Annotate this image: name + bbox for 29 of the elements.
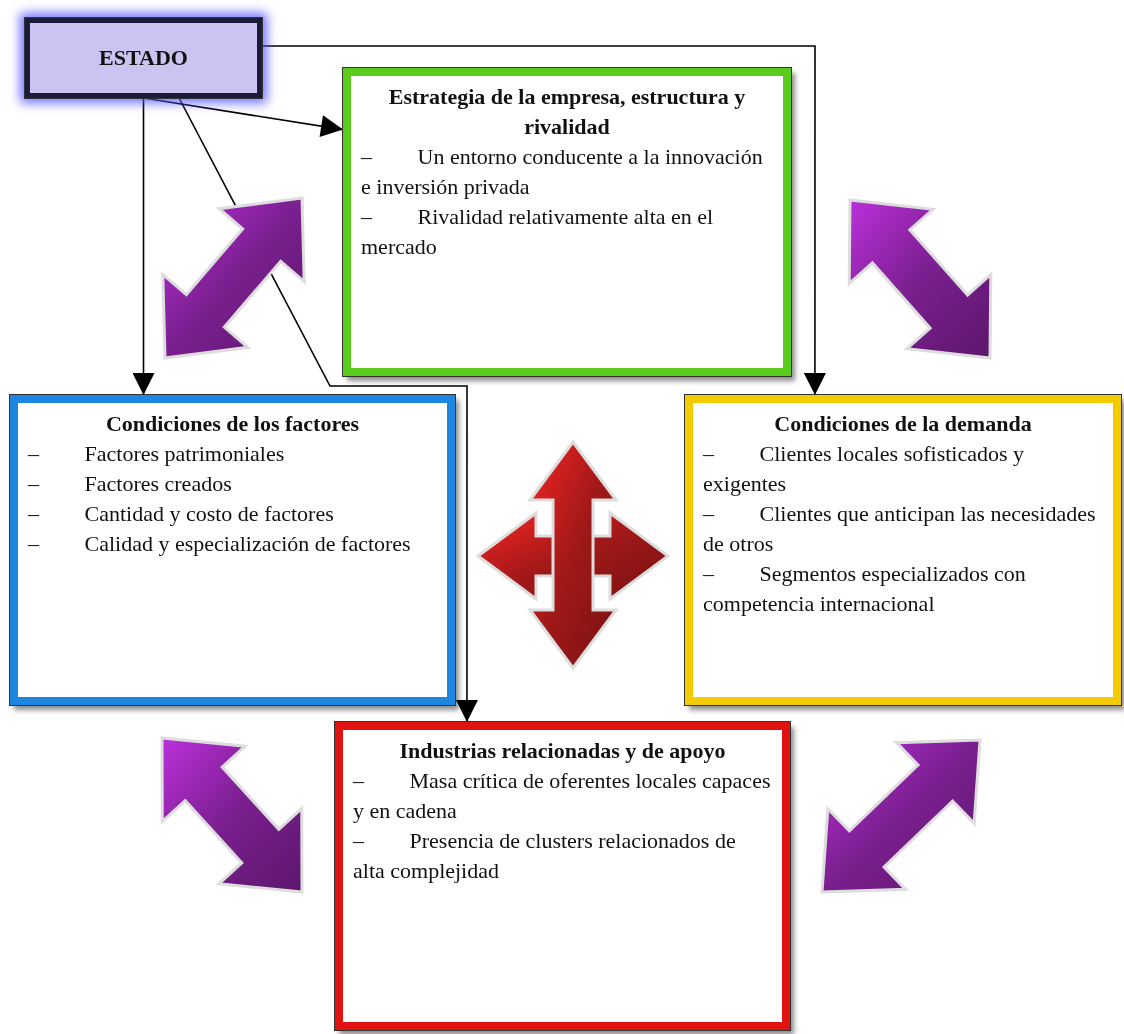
bullet-text: – Rivalidad relativamente alta en el mercado bbox=[361, 203, 715, 261]
double-block-arrow bbox=[847, 198, 993, 360]
box-heading: Industrias relacionadas y de apoyo bbox=[398, 737, 727, 765]
factor-conditions-box bbox=[10, 395, 455, 705]
bullet-text: – Clientes locales sofisticados y exigentes bbox=[703, 440, 1026, 498]
bullet-text: – Factores creados bbox=[28, 470, 233, 498]
double-block-arrow bbox=[160, 736, 304, 894]
bullet-text: – Presencia de clusters relacionados de alta complejidad bbox=[353, 827, 737, 885]
bullet-text: – Factores patrimoniales bbox=[28, 440, 286, 468]
box-heading: ESTADO bbox=[99, 44, 188, 72]
bullet-text: – Cantidad y costo de factores bbox=[28, 500, 335, 528]
bullet-text: – Segmentos especializados con competencia internacional bbox=[703, 560, 1027, 618]
bullet-text: – Calidad y especialización de factores bbox=[28, 530, 412, 558]
bullet-text: – Masa crítica de oferentes locales capaces y en cadena bbox=[353, 767, 772, 825]
strategy-box bbox=[343, 68, 791, 376]
double-block-arrow bbox=[161, 196, 306, 360]
box-heading: Condiciones de la demanda bbox=[773, 410, 1033, 438]
arrow bbox=[261, 45, 826, 396]
related-industries-box bbox=[335, 722, 790, 1030]
arrow bbox=[178, 97, 478, 723]
bullet-text: – Un entorno conducente a la innovación e inversión privada bbox=[361, 143, 764, 201]
bullet-text: – Clientes que anticipan las necesidades de otros bbox=[703, 500, 1097, 558]
arrow bbox=[132, 97, 155, 396]
demand-conditions-box bbox=[685, 395, 1121, 705]
double-block-arrow bbox=[820, 738, 982, 894]
double-block-arrow bbox=[527, 439, 619, 671]
box-heading: Condiciones de los factores bbox=[104, 410, 361, 438]
box-heading: Estrategia de la empresa, estructura y rivalidad bbox=[387, 83, 747, 141]
state-box bbox=[25, 18, 262, 98]
